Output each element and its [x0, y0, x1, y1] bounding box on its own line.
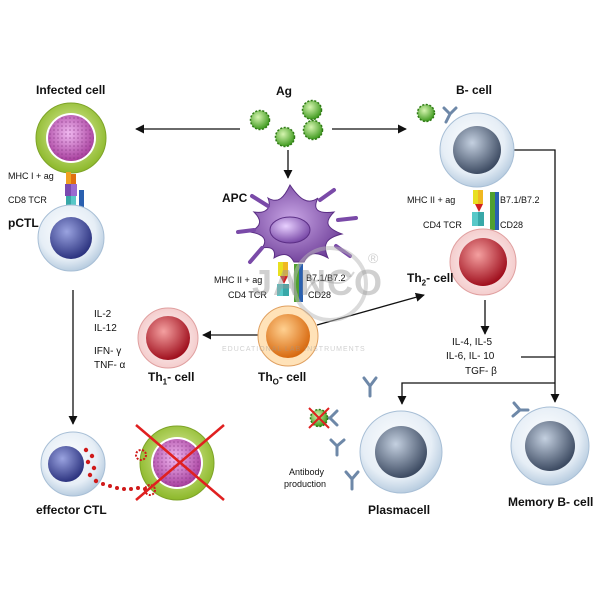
memory-b-cell [510, 406, 590, 486]
neutralized-antigen [308, 407, 330, 429]
label-effector-ctl: effector CTL [36, 503, 107, 517]
label-th1-cell: Th1- cell [148, 370, 195, 387]
label-mhc2-bcell: MHC II + ag [407, 195, 456, 205]
watermark-registered: ® [368, 250, 379, 266]
watermark-brand: JANCO [252, 262, 384, 303]
label-cd28-bcell: CD28 [500, 220, 524, 230]
antibody-1 [362, 376, 378, 398]
label-antibody: Antibody [289, 467, 325, 477]
label-il2: IL-2 [94, 309, 112, 320]
mhc1-tcr-complex [65, 172, 84, 212]
label-tnf-alpha: TNF- α [94, 360, 126, 371]
antibody-4 [344, 470, 360, 491]
label-cd28-apc: CD28 [308, 290, 332, 300]
bcell-mhc2-tcr-complex [472, 190, 499, 230]
plasma-cell [359, 410, 443, 494]
antigen-3 [274, 126, 296, 148]
label-ag: Ag [276, 84, 292, 98]
th1-cell [137, 307, 199, 369]
th2-cell [449, 228, 517, 296]
watermark-logo [292, 246, 368, 322]
antigen-2 [301, 99, 323, 121]
label-mhc1: MHC I + ag [8, 171, 54, 181]
label-b7-bcell: B7.1/B7.2 [500, 195, 540, 205]
th0-cell [257, 305, 319, 367]
label-th2-cell: Th2- cell [407, 271, 454, 288]
apc-cell [236, 183, 358, 264]
antigen-1 [249, 109, 271, 131]
cross-mark-killed-cell [135, 424, 225, 501]
label-cd8-tcr: CD8 TCR [8, 195, 47, 205]
label-cd4-tcr-bcell: CD4 TCR [423, 220, 462, 230]
label-cd4-tcr-apc: CD4 TCR [228, 290, 267, 300]
watermark-tagline: EDUCATIONAL LAB INSTRUMENTS [222, 346, 366, 353]
label-ifn-gamma: IFN- γ [94, 346, 122, 357]
label-il12: IL-12 [94, 323, 117, 334]
pctl-cell [37, 204, 105, 272]
apc-mhc2-tcr-complex [277, 262, 303, 302]
label-b-cell: B- cell [456, 83, 493, 97]
label-il4-il5: IL-4, IL-5 [452, 337, 493, 348]
memory-b-cell-receptor [511, 401, 530, 418]
infected-cell [35, 102, 107, 174]
label-mhc2-apc: MHC II + ag [214, 275, 263, 285]
b-cell [439, 112, 515, 188]
label-pctl: pCTL [8, 216, 39, 230]
effector-ctl-cell [40, 431, 106, 497]
b-cell-antibody-receptor [442, 106, 458, 124]
label-il6-il10: IL-6, IL- 10 [446, 351, 495, 362]
free-antibodies [320, 376, 378, 491]
antigen-bcell [416, 103, 436, 123]
label-production: production [284, 479, 327, 489]
arrow-bcell-to-memory [512, 149, 560, 403]
arrow-to-plasmacell [397, 382, 555, 405]
label-memory-b-cell: Memory B- cell [508, 495, 594, 509]
label-plasmacell: Plasmacell [368, 503, 431, 517]
label-apc: APC [222, 191, 248, 205]
label-tgf-beta: TGF- β [465, 366, 497, 377]
label-b7-apc: B7.1/B7.2 [306, 273, 346, 283]
antibody-3 [329, 438, 346, 457]
label-th0-cell: ThO- cell [258, 370, 307, 387]
label-infected-cell: Infected cell [36, 83, 106, 97]
antigen-4 [302, 119, 324, 141]
antigen-particles [249, 99, 436, 148]
